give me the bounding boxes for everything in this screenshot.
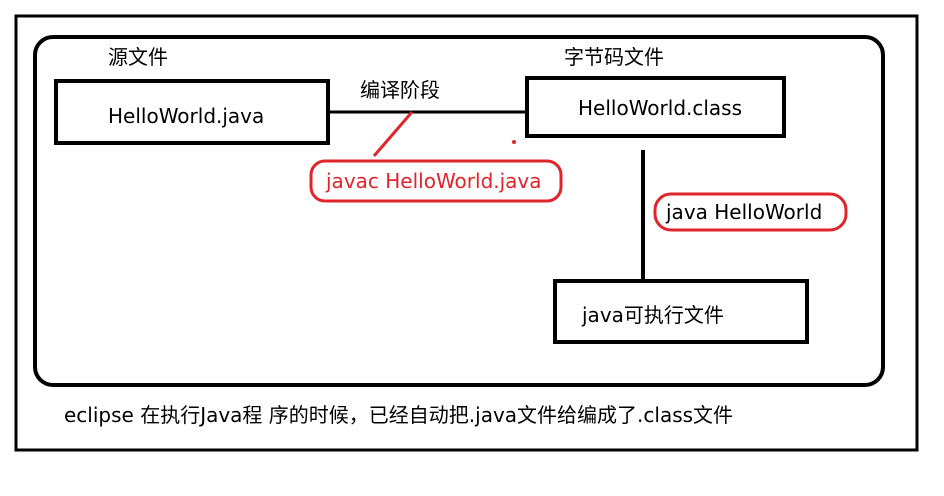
annotation-dot [512,140,516,144]
compile-command-outline [309,159,563,203]
compile-pointer-stroke [372,111,414,157]
run-command-outline [653,192,848,232]
bytecode-file-heading: 字节码文件 [564,45,664,69]
run-command: java HelloWorld [666,200,823,224]
inner-rounded-border [33,35,885,387]
bytecode-file-name: HelloWorld.class [578,96,743,120]
executable-file-name: java可执行文件 [582,303,724,327]
source-file-name: HelloWorld.java [108,104,265,128]
compile-stage-label: 编译阶段 [360,78,440,102]
executable-box [553,279,809,344]
source-file-heading: 源文件 [108,45,168,69]
caption-text: eclipse 在执行Java程 序的时候，已经自动把.java文件给编成了.c… [64,403,734,427]
bytecode-file-box [525,76,786,138]
compile-command: javac HelloWorld.java [326,169,542,193]
outer-frame [14,14,919,452]
